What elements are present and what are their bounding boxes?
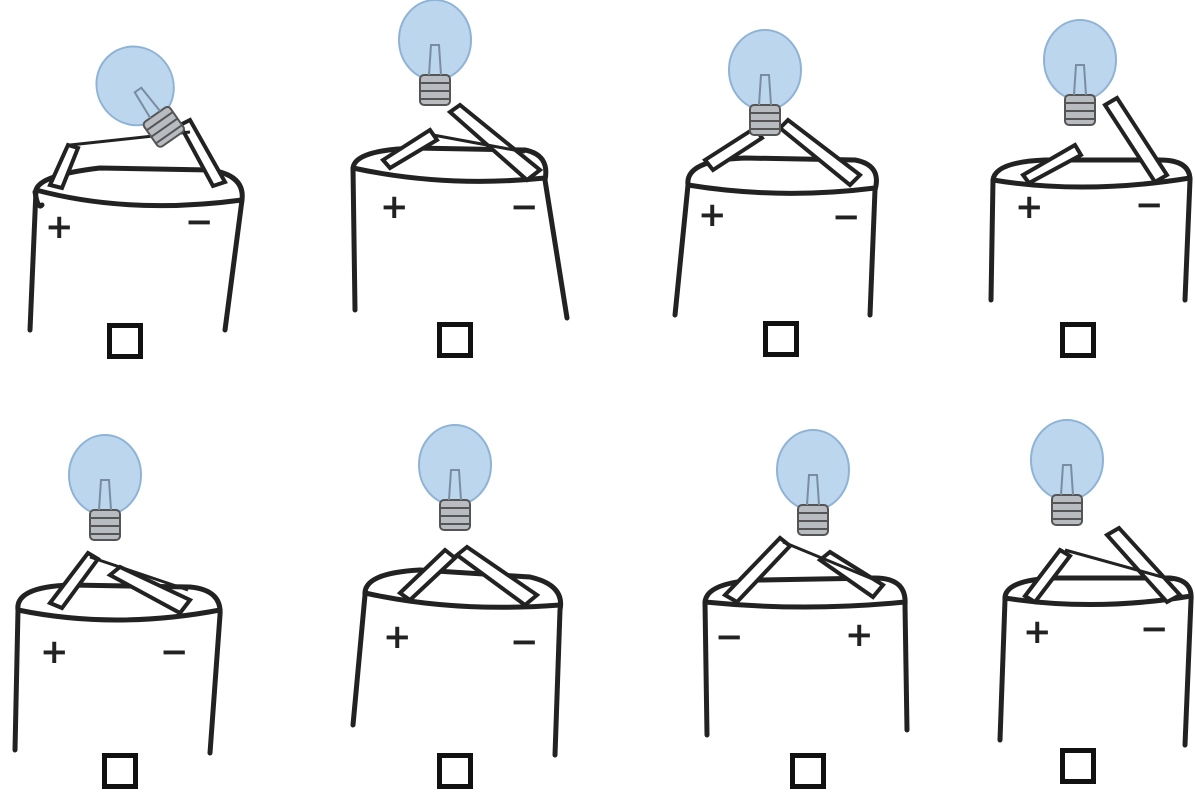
item-3: + −	[670, 20, 930, 380]
lightbulb-icon	[1044, 20, 1116, 125]
plus-terminal-label: +	[1023, 615, 1052, 649]
battery-bulb-drawing	[345, 425, 575, 765]
wire-icon	[705, 120, 860, 185]
plus-terminal-label: +	[40, 635, 69, 669]
item-1-checkbox[interactable]	[107, 323, 143, 359]
battery-bulb-drawing	[10, 435, 240, 765]
item-8: + −	[995, 420, 1195, 780]
item-5: + −	[10, 435, 270, 795]
battery-icon	[1000, 578, 1191, 745]
lightbulb-icon	[69, 435, 141, 540]
item-8-checkbox[interactable]	[1060, 748, 1096, 784]
item-1: + −	[20, 40, 280, 400]
lightbulb-icon	[1031, 420, 1103, 525]
plus-terminal-label: +	[845, 618, 874, 652]
minus-terminal-label: −	[1140, 612, 1169, 646]
wire-icon	[725, 538, 883, 602]
battery-bulb-drawing	[985, 10, 1195, 320]
item-2: + −	[345, 0, 605, 360]
item-4: + −	[985, 10, 1195, 370]
lightbulb-icon	[777, 430, 849, 535]
battery-bulb-drawing	[20, 40, 280, 340]
minus-terminal-label: −	[510, 190, 539, 224]
wire-icon	[383, 105, 540, 180]
item-5-checkbox[interactable]	[102, 753, 138, 789]
battery-bulb-drawing	[345, 0, 605, 330]
plus-terminal-label: +	[383, 620, 412, 654]
item-6: + −	[345, 425, 605, 785]
plus-terminal-label: +	[45, 210, 74, 244]
plus-terminal-label: +	[698, 198, 727, 232]
plus-terminal-label: +	[1015, 190, 1044, 224]
minus-terminal-label: −	[715, 620, 744, 654]
battery-bulb-drawing	[670, 20, 930, 330]
battery-bulb-drawing	[695, 430, 925, 770]
minus-terminal-label: −	[185, 205, 214, 239]
lightbulb-icon	[399, 0, 471, 105]
plus-terminal-label: +	[380, 190, 409, 224]
item-7: − +	[695, 430, 955, 790]
battery-bulb-drawing	[995, 420, 1195, 760]
item-2-checkbox[interactable]	[437, 322, 473, 358]
lightbulb-icon	[419, 425, 491, 530]
item-7-checkbox[interactable]	[790, 753, 826, 789]
item-4-checkbox[interactable]	[1060, 322, 1096, 358]
item-6-checkbox[interactable]	[437, 753, 473, 789]
minus-terminal-label: −	[160, 635, 189, 669]
battery-icon	[30, 168, 242, 330]
wire-icon	[1025, 528, 1180, 602]
minus-terminal-label: −	[510, 625, 539, 659]
minus-terminal-label: −	[1135, 188, 1164, 222]
minus-terminal-label: −	[832, 200, 861, 234]
item-3-checkbox[interactable]	[763, 321, 799, 357]
wire-icon	[50, 120, 225, 188]
